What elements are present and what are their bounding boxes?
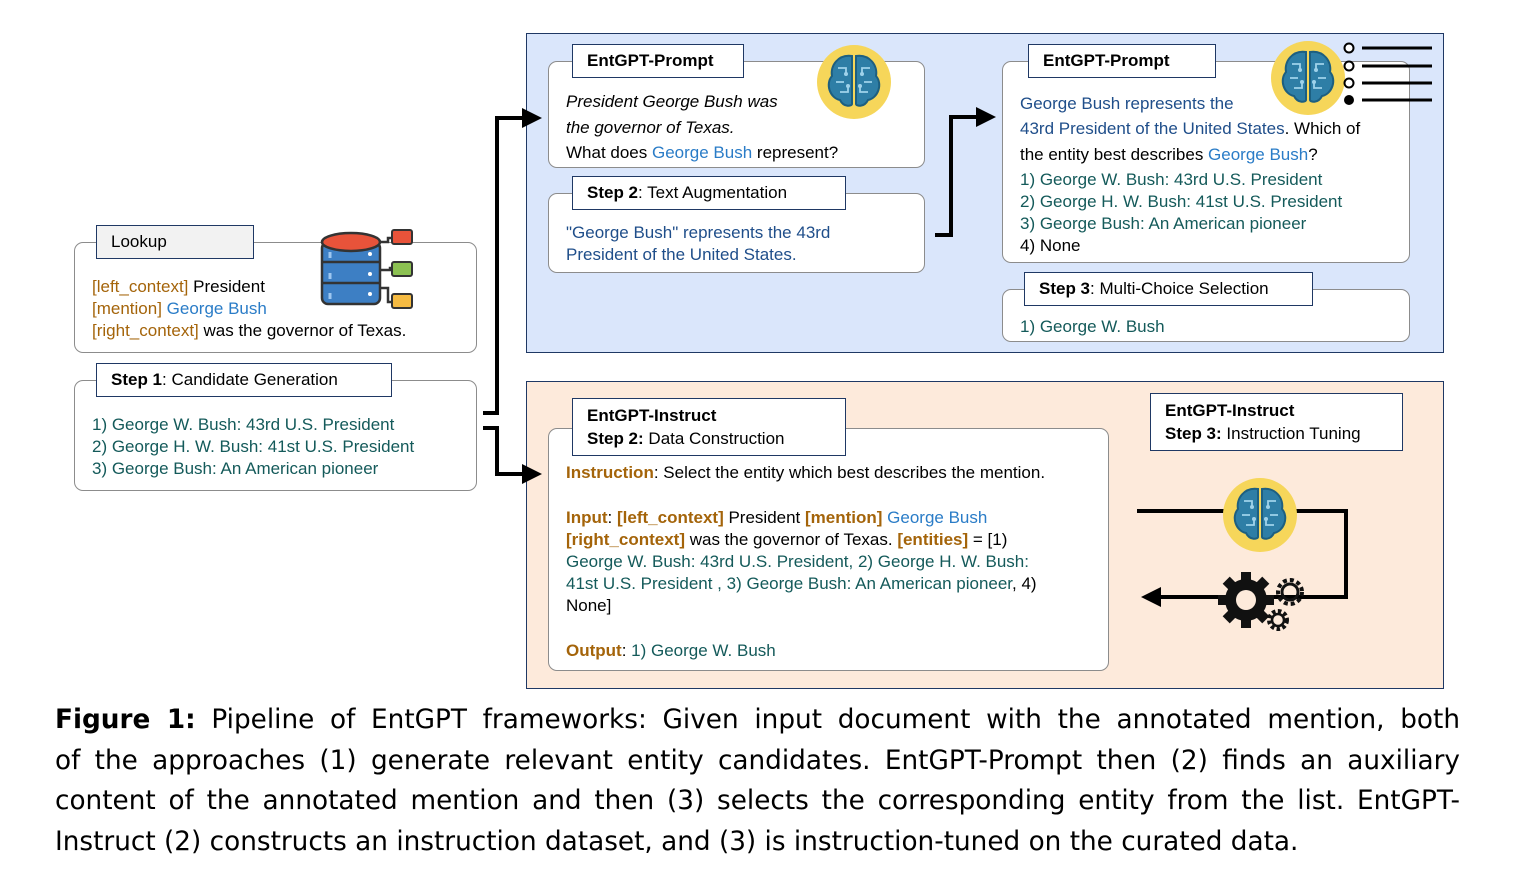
- step2-aug-title: : Text Augmentation: [638, 183, 788, 202]
- input-entities-tag: [entities]: [897, 530, 969, 549]
- mention-tag: [mention]: [92, 299, 162, 318]
- prompt-query-tag: EntGPT-Prompt: [572, 44, 744, 78]
- option-item: 2) George H. W. Bush: 41st U.S. Presiden…: [1020, 192, 1343, 211]
- caption-text: Pipeline of EntGPT frameworks: Given inp…: [195, 705, 1461, 735]
- selection-which: . Which of: [1284, 119, 1361, 138]
- input-line: Input: [left_context] President [mention…: [566, 507, 987, 530]
- output-line: Output: 1) George W. Bush: [566, 640, 776, 663]
- prompt-query-tag-label: EntGPT-Prompt: [587, 51, 714, 70]
- right-context-text: was the governor of Texas.: [198, 321, 407, 340]
- lookup-line-right: [right_context] was the governor of Texa…: [92, 320, 406, 343]
- question-mention: George Bush: [652, 143, 753, 162]
- instruct-data-step-label: Step 2:: [587, 428, 644, 448]
- instruct-tune-tag-title: EntGPT-Instruct: [1165, 401, 1295, 420]
- input-entities-open: = [1): [968, 530, 1008, 549]
- candidate-item: 1) George W. Bush: 43rd U.S. President: [92, 415, 395, 434]
- data-construction-card: [548, 428, 1109, 671]
- instruct-data-tag-title: EntGPT-Instruct: [587, 406, 717, 425]
- prompt-selection-tag-label: EntGPT-Prompt: [1043, 51, 1170, 70]
- input-line: 41st U.S. President , 3) George Bush: An…: [566, 573, 1037, 596]
- input-line: None]: [566, 596, 612, 615]
- arrow-to-instruct: [483, 426, 542, 484]
- option-item: 4) None: [1020, 236, 1081, 255]
- selection-line: George Bush represents the: [1020, 94, 1234, 113]
- input-right-context-tag: [right_context]: [566, 530, 685, 549]
- left-context-text: President: [188, 277, 265, 296]
- output-answer: 1) George W. Bush: [631, 641, 776, 660]
- step3-sel-label: Step 3: [1039, 279, 1091, 298]
- step3-sel-tag: Step 3: Multi-Choice Selection: [1024, 272, 1313, 306]
- list-icon: [1343, 42, 1432, 105]
- option-item: 1) George W. Bush: 43rd U.S. President: [1020, 170, 1323, 189]
- instruct-data-tag-step: Step 2: Data Construction: [587, 428, 831, 451]
- input-left-context-tag: [left_context]: [617, 508, 724, 527]
- caption-line: Figure 1: Pipeline of EntGPT frameworks:…: [55, 700, 1460, 741]
- caption-line: content of the annotated mention and the…: [55, 786, 1460, 816]
- input-entities-4: , 4): [1012, 574, 1037, 593]
- caption-line: Instruct (2) constructs an instruction d…: [55, 826, 1299, 857]
- candidate-item: 2) George H. W. Bush: 41st U.S. Presiden…: [92, 437, 415, 456]
- instruction-label: Instruction: [566, 463, 654, 482]
- instruct-data-tag: EntGPT-Instruct Step 2: Data Constructio…: [572, 398, 846, 456]
- output-colon: :: [621, 641, 632, 660]
- instruction-line: Instruction: Select the entity which bes…: [566, 462, 1045, 485]
- brain-icon: [817, 45, 891, 119]
- selection-line: 43rd President of the United States. Whi…: [1020, 118, 1360, 141]
- input-line: George W. Bush: 43rd U.S. President, 2) …: [566, 552, 1029, 571]
- input-right-context: was the governor of Texas.: [685, 530, 898, 549]
- selection-describes: the entity best describes: [1020, 145, 1209, 164]
- caption-label: Figure 1:: [55, 705, 196, 735]
- input-entities-3: 41st U.S. President , 3) George Bush: An…: [566, 574, 1013, 593]
- selection-mention: George Bush: [1208, 145, 1309, 164]
- question-suffix: represent?: [752, 143, 839, 162]
- selection-augmented: 43rd President of the United States: [1020, 119, 1285, 138]
- instruct-tune-tag: EntGPT-Instruct Step 3: Instruction Tuni…: [1150, 393, 1403, 451]
- arrow-to-prompt: [483, 108, 542, 415]
- arrow-to-selection: [935, 107, 996, 237]
- input-left-context: President: [723, 508, 805, 527]
- candidate-item: 3) George Bush: An American pioneer: [92, 459, 379, 478]
- lookup-line-left: [left_context] President: [92, 276, 265, 299]
- input-line: [right_context] was the governor of Texa…: [566, 529, 1007, 552]
- step1-tag: Step 1: Candidate Generation: [96, 363, 392, 397]
- brain-icon: [1223, 478, 1297, 552]
- input-colon: :: [607, 508, 617, 527]
- figure-caption: Figure 1: Pipeline of EntGPT frameworks:…: [55, 700, 1460, 862]
- lookup-tag: Lookup: [96, 225, 254, 259]
- step2-aug-tag: Step 2: Text Augmentation: [572, 176, 846, 210]
- prompt-selection-tag: EntGPT-Prompt: [1028, 44, 1216, 78]
- step2-aug-label: Step 2: [587, 183, 639, 202]
- question-prefix: What does: [566, 143, 652, 162]
- database-icon: [320, 229, 413, 309]
- lookup-line-mention: [mention] George Bush: [92, 298, 267, 321]
- brain-icon: [1271, 41, 1345, 115]
- right-context-tag: [right_context]: [92, 321, 199, 340]
- prompt-query-question: What does George Bush represent?: [566, 142, 838, 165]
- input-mention-tag: [mention]: [805, 508, 883, 527]
- selection-line: the entity best describes George Bush?: [1020, 144, 1318, 167]
- instruct-tune-step-title: Instruction Tuning: [1221, 423, 1361, 443]
- left-context-tag: [left_context]: [92, 277, 189, 296]
- instruct-tune-tag-step: Step 3: Instruction Tuning: [1165, 423, 1388, 446]
- output-label: Output: [566, 641, 622, 660]
- option-item: 3) George Bush: An American pioneer: [1020, 214, 1307, 233]
- prompt-query-line: the governor of Texas.: [566, 118, 735, 137]
- step3-sel-title: : Multi-Choice Selection: [1090, 279, 1269, 298]
- prompt-query-line: President George Bush was: [566, 92, 778, 111]
- gear-icon: [1218, 572, 1304, 631]
- lookup-tag-label: Lookup: [111, 232, 167, 251]
- augmented-text-line: "George Bush" represents the 43rd: [566, 223, 831, 242]
- caption-line: of the approaches (1) generate relevant …: [55, 745, 1460, 776]
- selection-qmark: ?: [1308, 145, 1318, 164]
- input-mention: George Bush: [882, 508, 988, 527]
- instruction-text: : Select the entity which best describes…: [653, 463, 1046, 482]
- mention-text: George Bush: [166, 299, 267, 318]
- step1-label: Step 1: [111, 370, 163, 389]
- augmented-text-line: President of the United States.: [566, 245, 797, 264]
- instruct-tune-step-label: Step 3:: [1165, 423, 1222, 443]
- input-label: Input: [566, 508, 608, 527]
- selected-answer: 1) George W. Bush: [1020, 317, 1165, 336]
- step1-title: : Candidate Generation: [162, 370, 338, 389]
- instruct-data-step-title: Data Construction: [643, 428, 785, 448]
